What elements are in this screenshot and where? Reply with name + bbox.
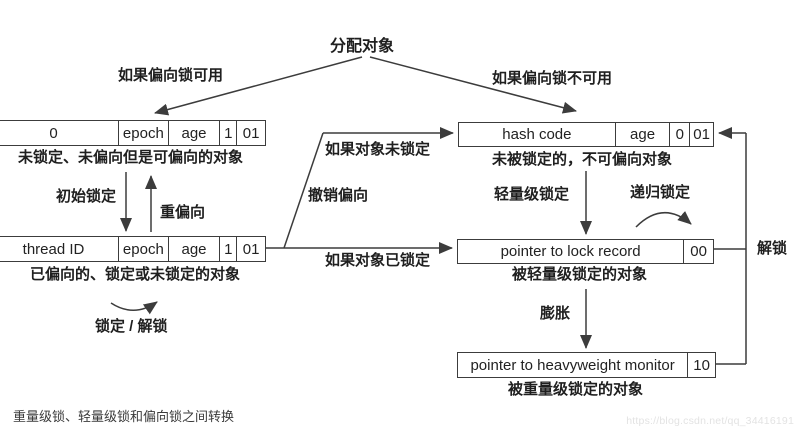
cell-thread-id: thread ID (22, 240, 85, 258)
initial-lock-label: 初始锁定 (56, 188, 117, 205)
cell-age: age (167, 121, 220, 145)
cell-biased-flag: 0 (669, 123, 689, 146)
mark-word-box-biased: thread ID epoch age 1 01 (0, 236, 266, 262)
cell-monitor-pointer: pointer to heavyweight monitor (470, 356, 675, 374)
edge-recursive-lock-loop (635, 210, 692, 228)
rebias-label: 重偏向 (160, 204, 206, 221)
inflate-label: 膨胀 (540, 305, 571, 322)
cell-lock-bits: 01 (236, 121, 265, 145)
cell-lock-bits: 01 (236, 237, 265, 261)
cell-epoch: epoch (118, 237, 168, 261)
mark-word-box-heavyweight: pointer to heavyweight monitor 10 (457, 352, 716, 378)
cell-lock-bits: 01 (689, 123, 713, 146)
cell-epoch: epoch (118, 121, 168, 145)
if-object-unlocked-label: 如果对象未锁定 (325, 141, 431, 158)
if-object-locked-label: 如果对象已锁定 (325, 252, 431, 269)
mark-word-box-unbiasable: hash code age 0 01 (458, 122, 714, 147)
cell-lock-record-pointer: pointer to lock record (500, 243, 641, 260)
cell-biased-flag: 1 (219, 121, 236, 145)
cell-biased-flag: 1 (219, 237, 236, 261)
branch-biased-available-label: 如果偏向锁可用 (118, 67, 224, 84)
unlock-label: 解锁 (757, 240, 788, 257)
unbiasable-box-caption: 未被锁定的，不可偏向对象 (492, 151, 673, 168)
lock-unlock-label: 锁定 / 解锁 (95, 318, 168, 335)
cell-lock-bits: 00 (683, 240, 713, 263)
edge-lock-unlock-loop (110, 301, 158, 315)
mark-word-box-biasable: 0 epoch age 1 01 (0, 120, 266, 146)
revoke-bias-label: 撤销偏向 (308, 187, 369, 204)
lightweight-box-caption: 被轻量级锁定的对象 (512, 266, 648, 283)
lightweight-lock-label: 轻量级锁定 (494, 186, 570, 203)
recursive-lock-label: 递归锁定 (630, 184, 691, 201)
cell-age: age (614, 123, 670, 146)
cell-hash-code: hash code (502, 126, 572, 143)
watermark-url: https://blog.csdn.net/qq_34416191 (626, 415, 794, 427)
edge-allocate-to-biasable (154, 56, 363, 116)
branch-biased-unavailable-label: 如果偏向锁不可用 (492, 70, 613, 87)
cell-value: 0 (49, 124, 58, 142)
biasable-box-caption: 未锁定、未偏向但是可偏向的对象 (18, 149, 244, 166)
figure-caption: 重量级锁、轻量级锁和偏向锁之间转换 (13, 409, 235, 424)
cell-lock-bits: 10 (687, 353, 715, 377)
allocate-object-label: 分配对象 (330, 38, 395, 55)
mark-word-box-lightweight: pointer to lock record 00 (457, 239, 714, 264)
biased-box-caption: 已偏向的、锁定或未锁定的对象 (30, 266, 241, 283)
heavyweight-box-caption: 被重量级锁定的对象 (508, 381, 644, 398)
cell-age: age (167, 237, 220, 261)
